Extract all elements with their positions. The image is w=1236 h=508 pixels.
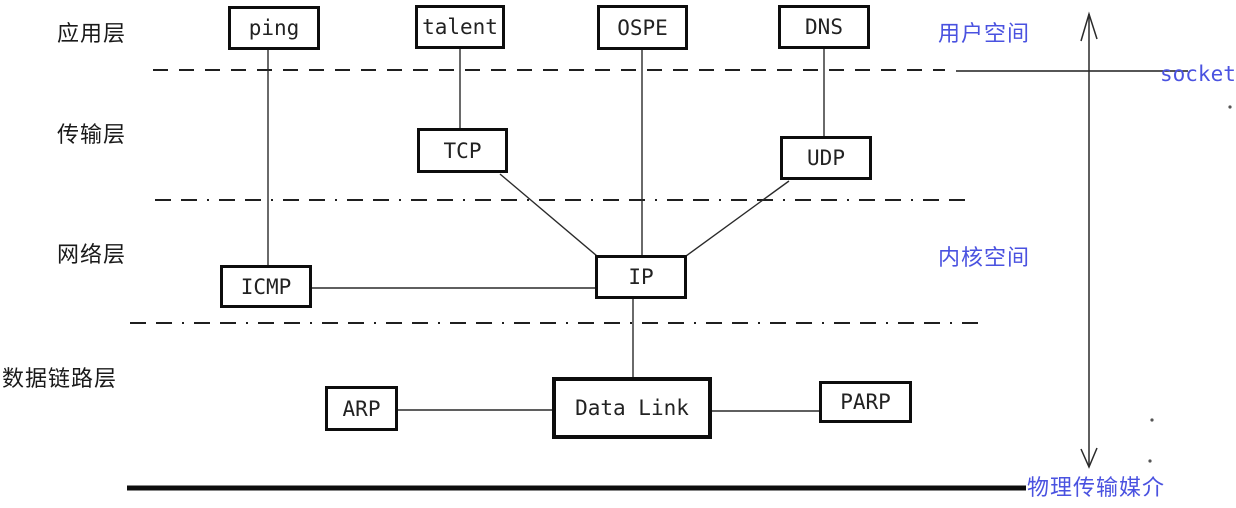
node-tcp: TCP — [417, 128, 508, 173]
node-ospe: OSPE — [597, 5, 688, 50]
annotation-socket: socket — [1160, 62, 1236, 86]
annotation-user-space: 用户空间 — [938, 21, 1031, 46]
node-ip: IP — [595, 255, 687, 299]
node-udp: UDP — [780, 136, 872, 180]
layer-label-application: 应用层 — [57, 21, 127, 46]
stray-dot — [1150, 418, 1154, 422]
annotation-kernel-space: 内核空间 — [938, 245, 1031, 270]
layer-label-transport: 传输层 — [57, 122, 127, 147]
connector-udp-ip — [685, 180, 790, 257]
annotation-physical-medium: 物理传输媒介 — [1027, 475, 1166, 500]
layer-label-network: 网络层 — [57, 242, 127, 267]
node-arp: ARP — [325, 386, 398, 431]
connector-tcp-ip — [499, 173, 598, 257]
span-arrow — [1080, 11, 1098, 469]
node-talent: talent — [415, 5, 505, 49]
arrowhead-up-icon — [1080, 11, 1098, 42]
stray-dot — [1228, 105, 1232, 109]
node-ping: ping — [228, 6, 320, 50]
node-dns: DNS — [778, 5, 870, 49]
node-icmp: ICMP — [220, 265, 312, 308]
stray-dot — [1148, 459, 1152, 463]
node-data-link: Data Link — [552, 377, 712, 439]
arrowhead-down-icon — [1080, 447, 1098, 469]
layer-label-datalink: 数据链路层 — [2, 366, 118, 391]
node-parp: PARP — [819, 381, 912, 423]
